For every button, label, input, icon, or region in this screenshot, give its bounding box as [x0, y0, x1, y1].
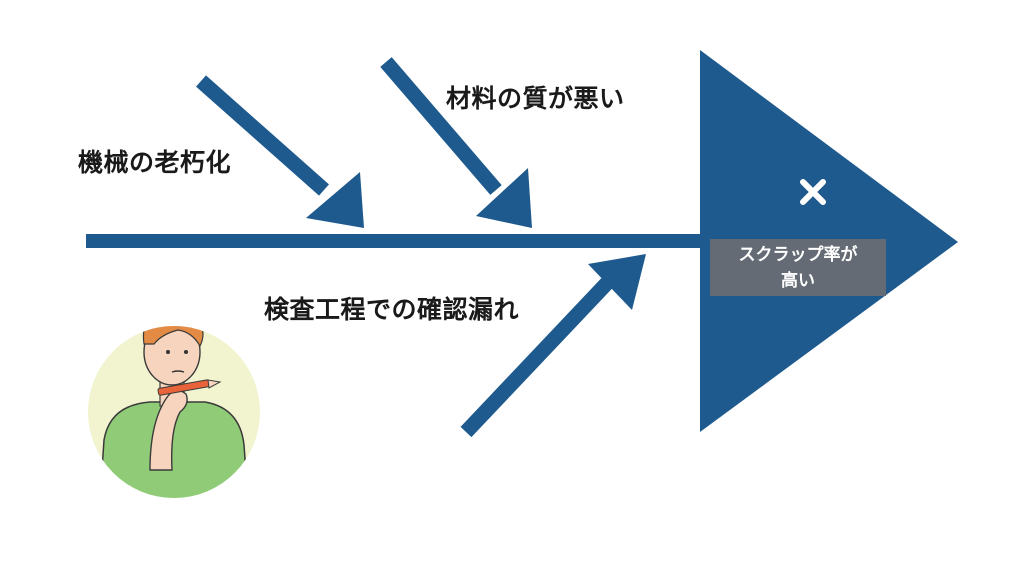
cause-arrow-machine [196, 75, 364, 228]
thinking-person-illustration [88, 326, 260, 498]
effect-label-line1: スクラップ率が [738, 245, 858, 265]
cause-arrow-material [380, 57, 532, 228]
spine-line [86, 234, 716, 248]
effect-label-line2: 高い [781, 271, 815, 291]
close-x-icon [800, 179, 826, 205]
cause-label-inspection: 検査工程での確認漏れ [264, 295, 520, 324]
cause-arrow-inspection [460, 254, 646, 438]
cause-label-material: 材料の質が悪い [446, 84, 625, 113]
pencil-icon [157, 379, 222, 396]
cause-label-machine: 機械の老朽化 [78, 148, 232, 177]
effect-label-box: スクラップ率が 高い [710, 239, 886, 296]
